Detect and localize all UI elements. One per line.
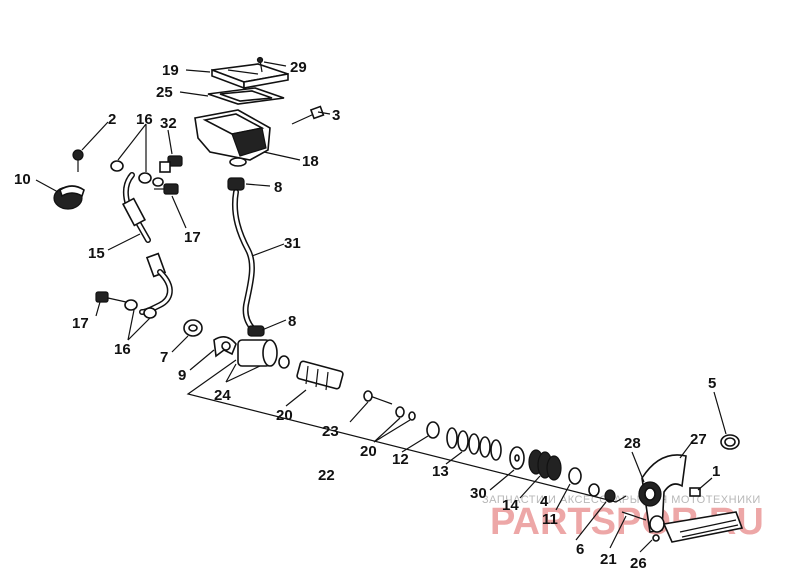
watermark-caption: ЗАПЧАСТИ И АКСЕССУАРЫ ДЛЯ МОТОТЕХНИКИ (482, 494, 761, 506)
seal-rings (395, 406, 416, 421)
label-19: 19 (162, 62, 179, 79)
master-cylinder-reservoir (194, 109, 271, 167)
label-1: 1 (712, 463, 720, 480)
label-14: 14 (502, 497, 519, 514)
washers-upper (110, 160, 164, 187)
label-30: 30 (470, 485, 487, 502)
pushrod (363, 390, 393, 405)
label-13: 13 (432, 463, 449, 480)
leader-lines (35, 61, 727, 553)
label-28: 28 (624, 435, 641, 452)
label-10: 10 (14, 171, 31, 188)
snap-ring (426, 421, 440, 439)
piston (296, 360, 344, 391)
label-20-upper: 20 (276, 407, 293, 424)
hose-fitting-lower (247, 325, 265, 337)
label-6: 6 (576, 541, 584, 558)
spacer-washer (509, 446, 525, 470)
label-3: 3 (332, 107, 340, 124)
rubber-boot (528, 449, 562, 481)
reservoir-gasket (207, 87, 285, 105)
label-24: 24 (214, 387, 231, 404)
label-4: 4 (540, 493, 549, 510)
brake-light-switch (159, 155, 183, 173)
label-8-lower: 8 (288, 313, 296, 330)
label-32: 32 (160, 115, 177, 132)
label-2: 2 (108, 111, 116, 128)
label-15: 15 (88, 245, 105, 262)
label-9: 9 (178, 367, 186, 384)
label-26: 26 (630, 555, 647, 572)
label-17-upper: 17 (184, 229, 201, 246)
label-20-lower: 20 (360, 443, 377, 460)
label-21: 21 (600, 551, 617, 568)
label-16-lower: 16 (114, 341, 131, 358)
reservoir-screw (291, 105, 325, 125)
master-cylinder-body (237, 339, 290, 369)
brake-pedal (638, 454, 744, 543)
label-17-lower: 17 (72, 315, 89, 332)
label-29: 29 (290, 59, 307, 76)
label-22: 22 (318, 467, 335, 484)
cover-screw (256, 56, 264, 73)
washers-lower (124, 299, 157, 319)
pedal-stop (689, 487, 701, 497)
label-5: 5 (708, 375, 716, 392)
label-16-upper: 16 (136, 111, 153, 128)
banjo-bolt-lower (95, 291, 127, 303)
pivot-bolt (621, 511, 647, 521)
hose (232, 189, 257, 333)
label-25: 25 (156, 84, 173, 101)
small-washers (568, 467, 600, 497)
pedal-nut (604, 489, 616, 503)
nut (183, 319, 203, 337)
pedal-pad (720, 434, 740, 450)
label-31: 31 (284, 235, 301, 252)
assembly-bracket-line (186, 359, 627, 503)
lock-plate (213, 336, 237, 358)
hose-fitting-upper (227, 177, 245, 191)
label-23: 23 (322, 423, 339, 440)
clamp-bracket (53, 185, 85, 210)
label-27: 27 (690, 431, 707, 448)
bracket-screw (72, 149, 84, 172)
brake-line (121, 172, 173, 315)
label-12: 12 (392, 451, 409, 468)
label-11: 11 (542, 511, 558, 528)
reservoir-cover (211, 63, 289, 90)
clevis-pin (652, 534, 660, 542)
banjo-bolt-upper (154, 183, 179, 195)
label-8-upper: 8 (274, 179, 282, 196)
label-18: 18 (302, 153, 319, 170)
label-7: 7 (160, 349, 168, 366)
return-spring (446, 427, 502, 461)
